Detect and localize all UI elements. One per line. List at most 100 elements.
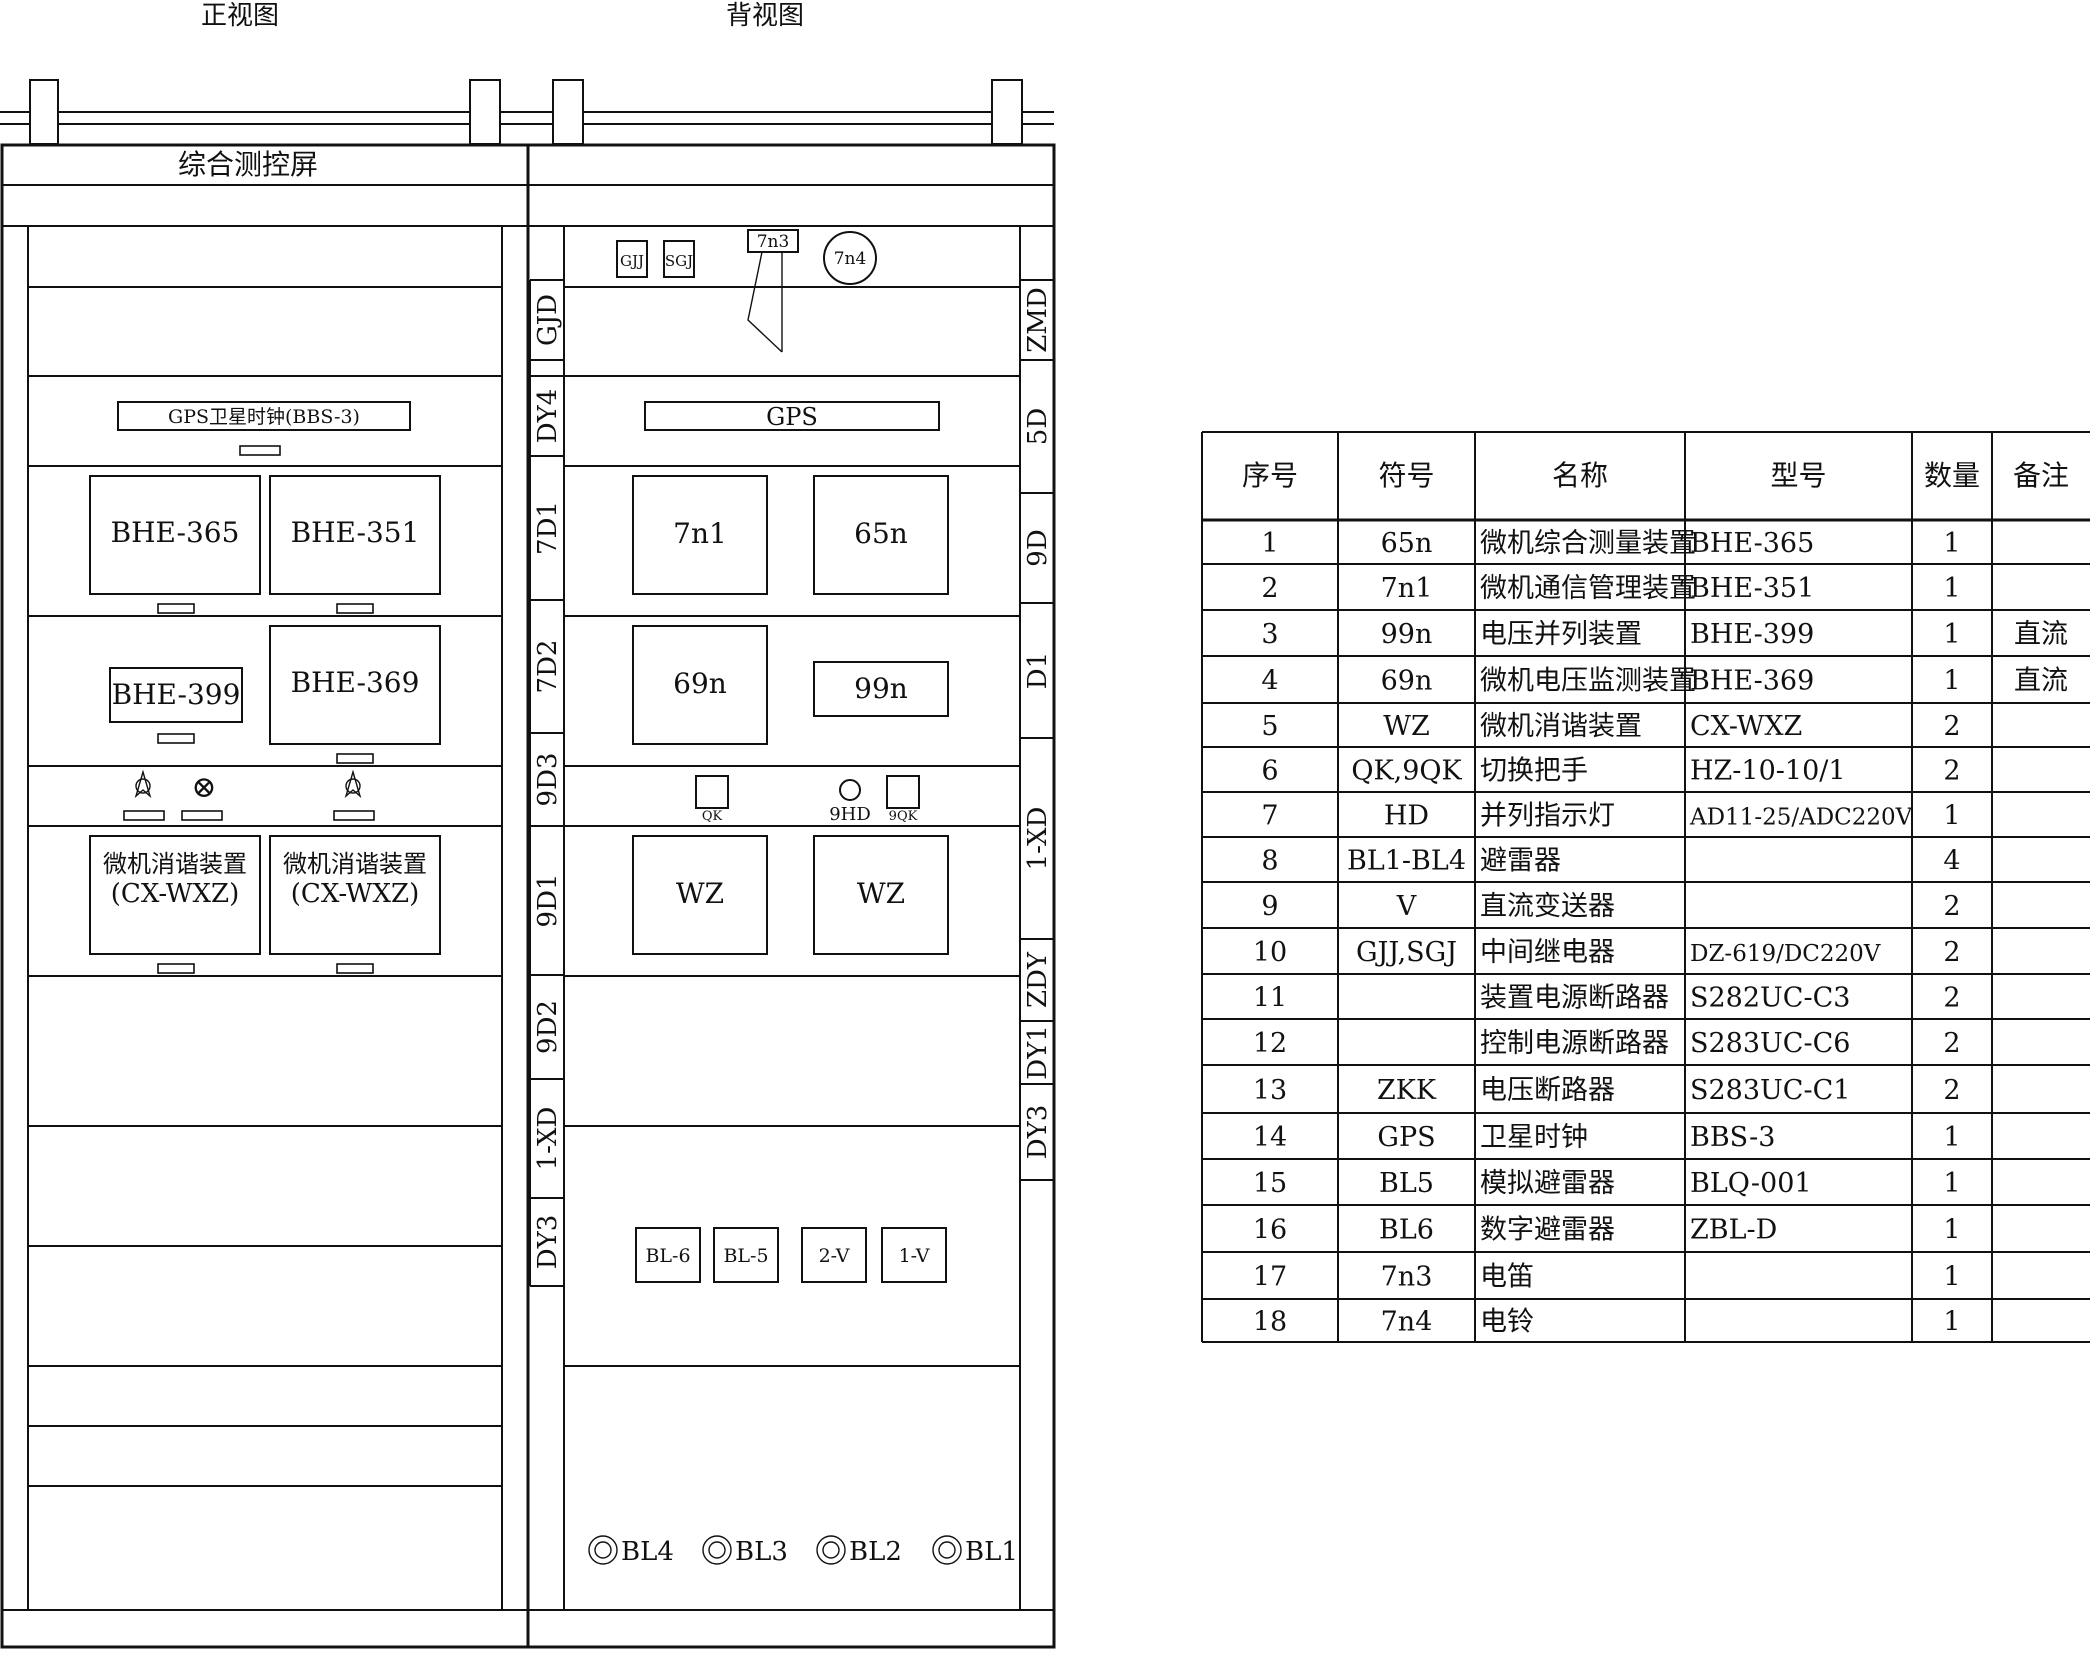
table-cell: 7n1 — [1381, 573, 1433, 604]
front-view-title: 正视图 — [201, 1, 279, 31]
arrester-bl1-label: BL1 — [965, 1537, 1018, 1567]
table-cell: HD — [1384, 801, 1429, 832]
switch-handle-icon — [333, 769, 375, 821]
table-cell: 99n — [1381, 619, 1433, 650]
back-view-title: 背视图 — [726, 1, 804, 31]
left-terminal-label: DY3 — [533, 1215, 563, 1270]
table-cell: 4 — [1261, 666, 1278, 697]
table-header-cell: 符号 — [1378, 459, 1434, 492]
table-cell: BBS-3 — [1690, 1122, 1775, 1153]
panel-name: 综合测控屏 — [178, 148, 318, 181]
relay-gjj — [616, 240, 648, 278]
table-header-cell: 备注 — [2013, 459, 2069, 492]
table-cell: GJJ,SGJ — [1356, 937, 1457, 968]
table-cell: 1 — [1261, 528, 1278, 559]
table-cell: 1 — [1943, 573, 1960, 604]
device-wz-left — [89, 835, 261, 955]
arrester-bl4: BL4 — [588, 1535, 674, 1567]
front-cabinet-frame — [0, 143, 530, 1649]
left-terminal-label: 9D3 — [533, 753, 563, 807]
relay-sgj — [663, 240, 695, 278]
device-wz-right — [269, 835, 441, 955]
table-cell: 2 — [1943, 1028, 1960, 1059]
table-cell: BL1-BL4 — [1347, 846, 1466, 877]
table-cell: S283UC-C6 — [1690, 1028, 1850, 1059]
arrester-bl3-label: BL3 — [735, 1537, 788, 1567]
table-cell: 电压断路器 — [1480, 1075, 1615, 1106]
left-terminal-label: 1-XD — [533, 1107, 563, 1171]
table-cell: 69n — [1381, 666, 1433, 697]
switch-handle-icon — [123, 769, 165, 821]
table-cell: 电笛 — [1480, 1262, 1534, 1293]
table-cell: 14 — [1253, 1122, 1287, 1153]
gps-clock-label: GPS卫星时钟(BBS-3) — [168, 406, 360, 428]
table-cell: 电铃 — [1480, 1307, 1534, 1338]
table-cell: 2 — [1943, 756, 1960, 787]
table-cell: 1 — [1943, 528, 1960, 559]
table-cell: WZ — [1383, 711, 1430, 742]
table-cell: 1 — [1943, 666, 1960, 697]
table-cell: 7n4 — [1381, 1307, 1433, 1338]
device-gps — [644, 401, 940, 431]
table-cell: BLQ-001 — [1690, 1168, 1812, 1199]
arrester-bl5 — [713, 1227, 779, 1283]
right-terminal-label: D1 — [1023, 652, 1053, 689]
table-cell: 2 — [1943, 937, 1960, 968]
table-cell: 8 — [1261, 846, 1278, 877]
table-cell: 并列指示灯 — [1480, 801, 1615, 832]
table-cell: 13 — [1253, 1075, 1287, 1106]
table-cell: DZ-619/DC220V — [1690, 941, 1881, 967]
left-terminal-label: 7D2 — [533, 640, 563, 694]
table-cell: 2 — [1943, 983, 1960, 1014]
table-cell: S283UC-C1 — [1690, 1075, 1850, 1106]
table-cell: 18 — [1253, 1307, 1287, 1338]
table-cell: 2 — [1943, 711, 1960, 742]
table-cell: 2 — [1943, 891, 1960, 922]
table-header-cell: 型号 — [1770, 459, 1826, 492]
table-cell: 7 — [1261, 801, 1278, 832]
table-cell: ZKK — [1377, 1075, 1437, 1106]
relay-gjj-label: GJJ — [620, 252, 644, 270]
device-bhe369-label: BHE-369 — [291, 666, 420, 699]
table-cell: S282UC-C3 — [1690, 983, 1850, 1014]
table-cell: 2 — [1943, 1075, 1960, 1106]
horn-7n3-label: 7n3 — [757, 232, 790, 252]
bell-7n4 — [823, 231, 877, 285]
table-cell: V — [1396, 891, 1417, 922]
table-cell: QK,9QK — [1351, 756, 1462, 787]
gps-clock-label-box — [117, 401, 411, 431]
transmitter-2v — [801, 1227, 867, 1283]
right-terminal-label: 1-XD — [1023, 807, 1053, 871]
table-cell: ZBL-D — [1690, 1215, 1777, 1246]
device-wz-right-line2: (CX-WXZ) — [291, 879, 419, 909]
table-cell: 3 — [1261, 619, 1278, 650]
table-cell: 1 — [1943, 1122, 1960, 1153]
table-cell: BHE-351 — [1690, 573, 1814, 604]
switch-9qk — [886, 775, 920, 809]
table-cell: 直流 — [2014, 619, 2068, 650]
table-cell: 直流 — [2014, 666, 2068, 697]
table-cell: 9 — [1261, 891, 1278, 922]
table-cell: 1 — [1943, 1307, 1960, 1338]
device-65n — [813, 475, 949, 595]
left-terminal-label: GJD — [533, 294, 563, 346]
device-65n-label: 65n — [854, 517, 908, 550]
lamp-9hd — [839, 779, 861, 801]
table-cell: 12 — [1253, 1028, 1287, 1059]
right-terminal-label: ZDY — [1023, 951, 1053, 1008]
indicator-lamp-icon: ⊗ — [191, 770, 216, 805]
table-cell: 17 — [1253, 1262, 1287, 1293]
table-cell: 避雷器 — [1480, 846, 1561, 877]
arrester-bl4-label: BL4 — [621, 1537, 674, 1567]
device-bhe399-label: BHE-399 — [112, 678, 241, 711]
table-cell: 10 — [1253, 937, 1287, 968]
arrester-bl1: BL1 — [932, 1535, 1018, 1567]
table-cell: 1 — [1943, 801, 1960, 832]
table-cell: 15 — [1253, 1168, 1287, 1199]
table-header-cell: 数量 — [1924, 459, 1980, 492]
